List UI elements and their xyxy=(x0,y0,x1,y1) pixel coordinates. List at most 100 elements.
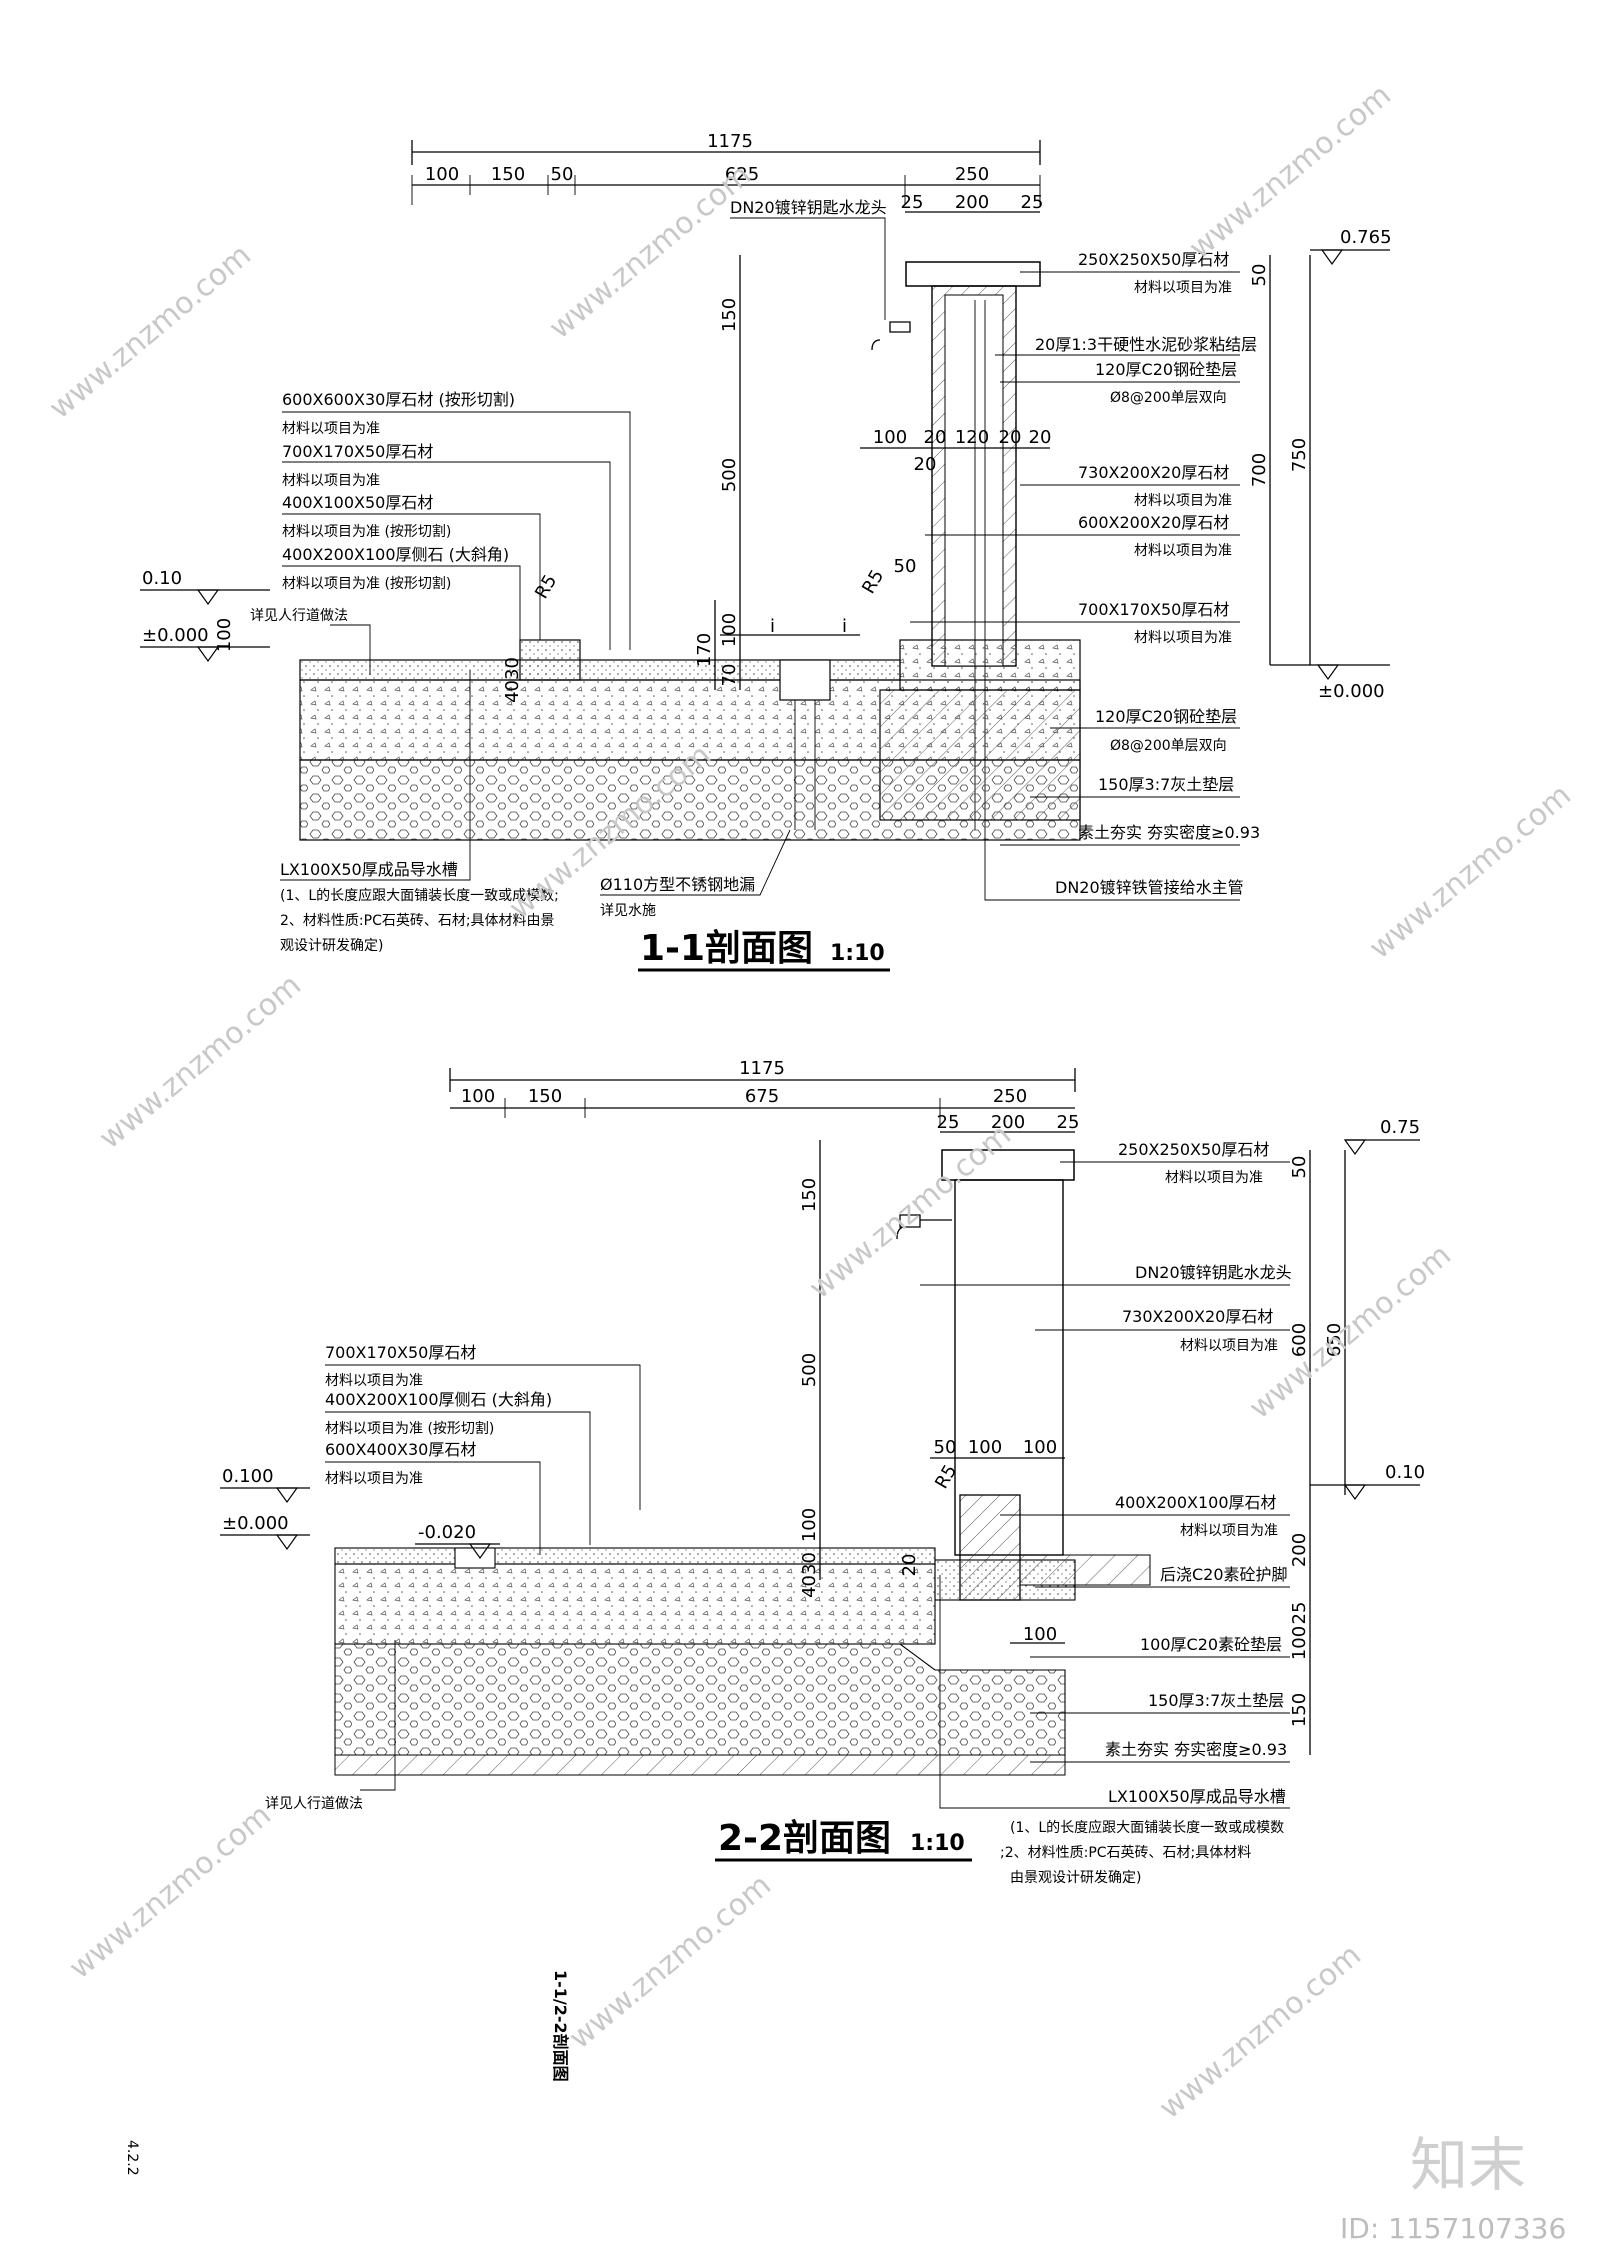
elev-low-2: -0.020 xyxy=(418,1522,476,1543)
label-watermark: www.znzmo.com xyxy=(43,238,258,427)
label-section1-channel-notes-1: 2、材料性质:PC石英砖、石材;具体材料由景 xyxy=(280,912,555,929)
label-watermark: www.znzmo.com xyxy=(63,1798,278,1987)
slope-mark-1: i xyxy=(770,616,775,637)
section-scale-2: 1:10 xyxy=(910,1831,965,1856)
label-section2-labels_right-6-main: 150厚3:7灰土垫层 xyxy=(1148,1691,1284,1710)
dim-d-2: 250 xyxy=(993,1086,1027,1107)
dim-f-1: 25 xyxy=(901,192,924,213)
label-section2-labels_right-3-sub: 材料以项目为准 xyxy=(1180,1523,1278,1539)
brand-logo: 知末 xyxy=(1410,2131,1526,2199)
dim-v700-1: 700 xyxy=(1249,453,1270,487)
label-section2-labels_left-0-sub: 材料以项目为准 xyxy=(325,1373,423,1389)
dim-v100b-1: 100 xyxy=(214,618,235,652)
label-section2-labels_right-5-main: 100厚C20素砼垫层 xyxy=(1140,1635,1282,1654)
label-section1-labels_left-2-main: 400X100X50厚石材 xyxy=(282,493,433,512)
label-section1-channel-notes-2: 观设计研发确定) xyxy=(280,938,383,954)
label-section2-labels_left-2-main: 600X400X30厚石材 xyxy=(325,1440,476,1459)
image-id: ID: 1157107336 xyxy=(1340,2212,1566,2245)
dim-mid-d-2: 100 xyxy=(1023,1624,1057,1645)
dim-v25-2: 25 xyxy=(1289,1602,1310,1625)
leaders-left-2: 700X170X50厚石材 材料以项目为准 400X200X100厚侧石 (大斜… xyxy=(265,1343,641,1812)
label-section1-channel-notes-0: (1、L的长度应跟大面铺装长度一致或成模数; xyxy=(280,887,559,904)
dim-a-1: 100 xyxy=(425,164,459,185)
elev-right010-2: 0.10 xyxy=(1385,1462,1425,1483)
label-watermark: www.znzmo.com xyxy=(1363,778,1578,967)
dim-total-1: 1175 xyxy=(707,131,753,152)
r5-2: R5 xyxy=(931,1461,961,1492)
section-2-2: 1175 100 150 675 250 25 200 25 xyxy=(220,1058,1425,1886)
label-section1-labels_left-3-main: 400X200X100厚侧石 (大斜角) xyxy=(282,545,509,564)
dim-v50-1: 50 xyxy=(1249,264,1270,287)
elev-left010-1: 0.10 xyxy=(142,568,182,589)
label-section1-labels_right-3-main: 730X200X20厚石材 xyxy=(1078,463,1229,482)
dim-v150-1: 150 xyxy=(719,298,740,332)
dim-c-1: 50 xyxy=(551,164,574,185)
drain-grate-1 xyxy=(779,659,831,701)
dim-g-2: 25 xyxy=(1057,1112,1080,1133)
label-section1-labels_right-4-sub: 材料以项目为准 xyxy=(1134,543,1232,559)
dim-v50-2: 50 xyxy=(1289,1156,1310,1179)
elev-zero-r-1: ±0.000 xyxy=(1318,681,1385,702)
dim-b-2: 150 xyxy=(528,1086,562,1107)
section-title-2: 2-2剖面图 xyxy=(718,1818,891,1859)
dim-b-1: 150 xyxy=(491,164,525,185)
label-section1-labels_right-5-main: 700X170X50厚石材 xyxy=(1078,600,1229,619)
leaders-right-1: 250X250X50厚石材 材料以项目为准 20厚1:3干硬性水泥砂浆粘结层 1… xyxy=(910,250,1260,901)
label-section1-labels_right-0-main: 250X250X50厚石材 xyxy=(1078,250,1229,269)
dim-total-2: 1175 xyxy=(739,1058,785,1079)
dim-mid-c-1: 120 xyxy=(955,427,989,448)
dim-f-2: 200 xyxy=(991,1112,1025,1133)
dim-mid-b-1: 20 xyxy=(924,427,947,448)
label-section2-labels_right-0-sub: 材料以项目为准 xyxy=(1165,1170,1263,1186)
elevation-marks-1: 0.765 ±0.000 0.10 ±0.000 xyxy=(140,227,1392,702)
dim-v750-1: 750 xyxy=(1289,438,1310,472)
dim-d-1: 625 xyxy=(725,164,759,185)
label-section1-labels_right-2-main: 120厚C20钢砼垫层 xyxy=(1095,360,1237,379)
elev-top-2: 0.75 xyxy=(1380,1117,1420,1138)
label-section1-labels_left-2-sub: 材料以项目为准 (按形切割) xyxy=(282,523,451,540)
elev-top-1: 0.765 xyxy=(1340,227,1392,248)
label-section2-labels_right-8-main: LX100X50厚成品导水槽 xyxy=(1108,1787,1286,1806)
dim-mid-e-1: 20 xyxy=(1029,427,1052,448)
label-section1-labels_right-8-main: 素土夯实 夯实密度≥0.93 xyxy=(1078,823,1260,842)
dim-v150b-2: 150 xyxy=(1289,1693,1310,1727)
channel-label-1: LX100X50厚成品导水槽 xyxy=(280,860,458,879)
label-section2-channel_notes-0: (1、L的长度应跟大面铺装长度一致或成模数 xyxy=(1010,1819,1284,1836)
leaders-right-2: 250X250X50厚石材 材料以项目为准 DN20镀锌钥匙水龙头 730X20… xyxy=(920,1140,1292,1886)
label-section2-labels_right-4-main: 后浇C20素砼护脚 xyxy=(1160,1565,1288,1584)
section-scale-1: 1:10 xyxy=(830,941,885,966)
sidewalk-label-1: 详见人行道做法 xyxy=(250,608,348,624)
dim-a-2: 100 xyxy=(461,1086,495,1107)
label-section1-labels_right-9-main: DN20镀锌铁管接给水主管 xyxy=(1055,878,1244,897)
r5b-1: R5 xyxy=(858,566,888,597)
faucet-icon-2 xyxy=(896,1214,921,1240)
dim-mid-a-2: 50 xyxy=(934,1437,957,1458)
label-section1-labels_right-6-main: 120厚C20钢砼垫层 xyxy=(1095,707,1237,726)
dim-v170-1: 170 xyxy=(694,633,715,667)
dim-e-2: 25 xyxy=(937,1112,960,1133)
dim-v600-2: 600 xyxy=(1289,1323,1310,1357)
dim-mid-f-1: 20 xyxy=(914,454,937,475)
drain-sub-1: 详见水施 xyxy=(600,903,656,919)
label-section2-labels_left-2-sub: 材料以项目为准 xyxy=(325,1471,423,1487)
label-section2-labels_right-0-main: 250X250X50厚石材 xyxy=(1118,1140,1269,1159)
label-section1-labels_left-1-sub: 材料以项目为准 xyxy=(282,473,380,489)
label-section2-labels_right-2-main: 730X200X20厚石材 xyxy=(1122,1307,1273,1326)
elevation-marks-2: 0.75 0.10 0.100 ±0.000 -0.020 xyxy=(220,1117,1425,1560)
dim-v4030-2: 4030 xyxy=(799,1552,820,1598)
dim-v100-1: 100 xyxy=(719,613,740,647)
side-title: 1-1/2-2剖面图 xyxy=(551,1970,570,2082)
label-section1-labels_right-0-sub: 材料以项目为准 xyxy=(1134,280,1232,296)
label-section1-labels_left-0-main: 600X600X30厚石材 (按形切割) xyxy=(282,390,515,409)
leaders-left-1: 600X600X30厚石材 (按形切割) 材料以项目为准 700X170X50厚… xyxy=(250,390,631,675)
sidewalk-label-2: 详见人行道做法 xyxy=(265,1796,363,1812)
label-section1-labels_right-2-sub: Ø8@200单层双向 xyxy=(1110,390,1227,406)
faucet-label-1: DN20镀锌钥匙水龙头 xyxy=(730,198,887,217)
label-section1-labels_right-7-main: 150厚3:7灰土垫层 xyxy=(1098,775,1234,794)
dim-v100b-2: 100 xyxy=(1289,1626,1310,1660)
dim-g-1: 200 xyxy=(955,192,989,213)
section-title-1: 1-1剖面图 xyxy=(640,928,813,969)
dim-v100-2: 100 xyxy=(799,1508,820,1542)
dim-chain-top-1: 1175 100 150 50 625 250 25 200 25 xyxy=(411,131,1043,213)
label-section1-labels_right-4-main: 600X200X20厚石材 xyxy=(1078,513,1229,532)
